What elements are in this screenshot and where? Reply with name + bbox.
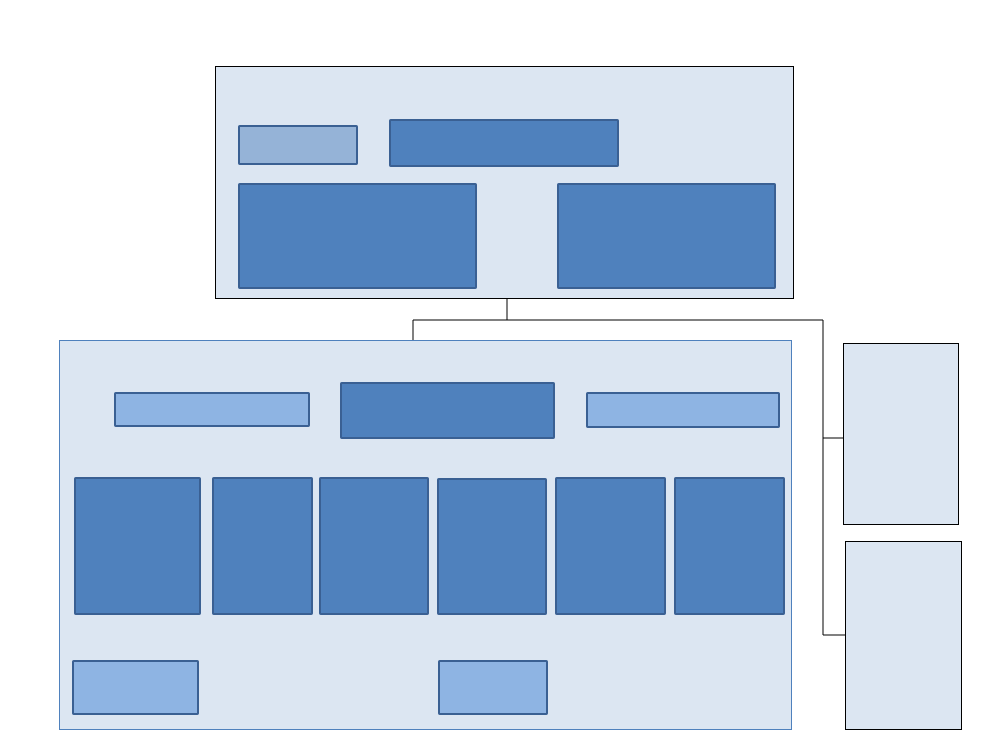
bottom-left-box bbox=[114, 392, 310, 427]
sub-box-2 bbox=[438, 660, 548, 715]
side-box-1 bbox=[843, 343, 959, 525]
column-box-4 bbox=[437, 478, 547, 615]
top-head-box bbox=[389, 119, 619, 167]
top-right-box bbox=[557, 183, 776, 289]
column-box-3 bbox=[319, 477, 429, 615]
column-box-5 bbox=[555, 477, 666, 615]
top-side-box bbox=[238, 125, 358, 165]
column-box-6 bbox=[674, 477, 785, 615]
column-box-1 bbox=[74, 477, 201, 615]
sub-box-1 bbox=[72, 660, 199, 715]
bottom-right-box bbox=[586, 392, 780, 428]
side-box-2 bbox=[845, 541, 962, 730]
top-left-box bbox=[238, 183, 477, 289]
column-box-2 bbox=[212, 477, 313, 615]
bottom-head-box bbox=[340, 382, 555, 439]
